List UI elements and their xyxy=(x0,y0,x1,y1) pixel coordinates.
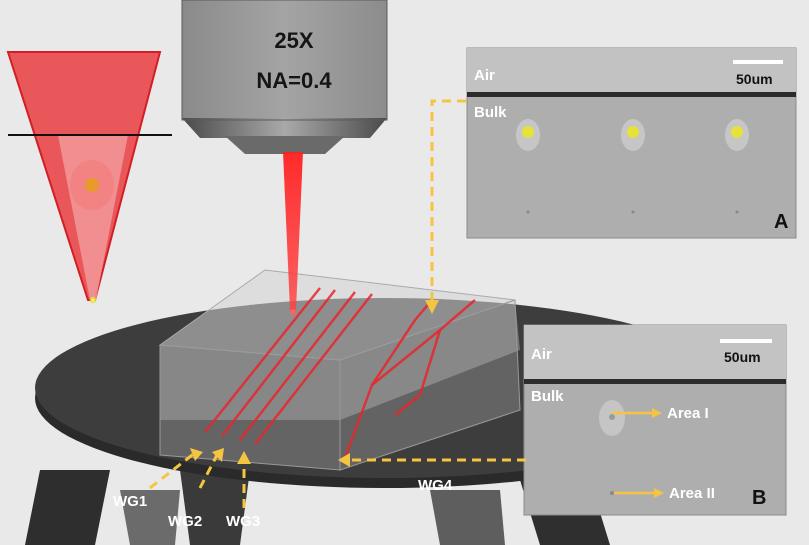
laser-beam xyxy=(283,152,303,310)
focus-point xyxy=(290,309,296,315)
inset-a-panel-label: A xyxy=(774,211,788,233)
inset-b-bulk-label: Bulk xyxy=(531,388,564,405)
wg4-label: WG4 xyxy=(418,477,453,494)
inset-a-scale-bar xyxy=(733,60,783,64)
inset-a xyxy=(466,47,797,239)
inset-a-bulk-label: Bulk xyxy=(474,104,507,121)
wg3-label: WG3 xyxy=(226,513,260,530)
inset-a-focus-dot-1 xyxy=(522,126,534,138)
inset-b-scale-label: 50um xyxy=(724,349,761,365)
area-i-label: Area I xyxy=(667,405,709,422)
objective-aperture: NA=0.4 xyxy=(256,68,332,93)
inset-a-air-label: Air xyxy=(474,67,495,84)
callout-arrows xyxy=(149,99,526,508)
inset-a-focus-dot-3 xyxy=(731,126,743,138)
wg2-label: WG2 xyxy=(168,513,202,530)
wg1-label: WG1 xyxy=(113,493,147,510)
inset-b-panel-label: B xyxy=(752,487,766,509)
area-arrows xyxy=(612,408,664,498)
microscope-objective xyxy=(181,0,388,154)
area-ii-label: Area II xyxy=(669,485,715,502)
inset-a-scale-label: 50um xyxy=(736,71,773,87)
focusing-schematic xyxy=(6,51,172,304)
callout-arrowheads xyxy=(190,300,439,467)
waveguide-lines xyxy=(204,287,476,459)
inset-b-scale-bar xyxy=(720,339,772,343)
inset-b xyxy=(523,324,787,516)
inset-b-air-label: Air xyxy=(531,346,552,363)
objective-magnification: 25X xyxy=(274,28,313,53)
inset-a-focus-dot-2 xyxy=(627,126,639,138)
